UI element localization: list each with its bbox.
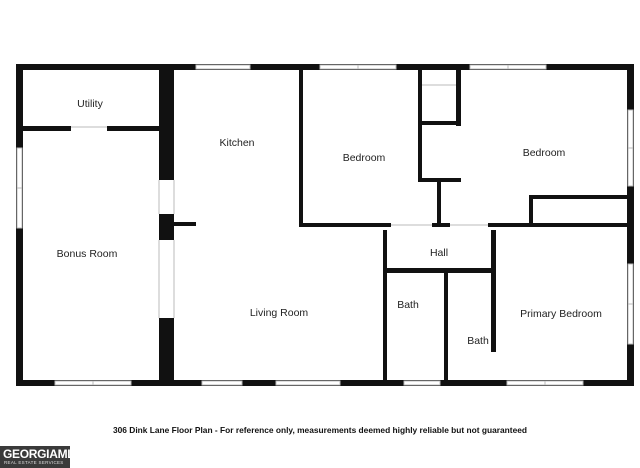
- georgia-mls-logo: GEORGIAMLS REAL ESTATE SERVICES: [0, 446, 70, 468]
- logo-subtext: REAL ESTATE SERVICES: [4, 460, 64, 465]
- room-label-kitchen: Kitchen: [219, 137, 254, 149]
- room-label-hall: Hall: [430, 247, 448, 259]
- room-label-primary-bedroom: Primary Bedroom: [520, 308, 602, 320]
- room-label-utility: Utility: [77, 98, 103, 110]
- room-labels: Utility Kitchen Bedroom Bedroom Bonus Ro…: [57, 98, 602, 347]
- room-label-bedroom: Bedroom: [523, 147, 566, 159]
- room-label-bonus-room: Bonus Room: [57, 248, 118, 260]
- room-label-living-room: Living Room: [250, 307, 309, 319]
- floor-plan: Utility Kitchen Bedroom Bedroom Bonus Ro…: [16, 64, 634, 386]
- openings: [71, 84, 488, 318]
- walls: [16, 64, 634, 386]
- logo-text: GEORGIAMLS: [3, 447, 70, 461]
- windows: [16, 64, 634, 386]
- room-label-bath: Bath: [397, 299, 419, 311]
- room-label-bedroom: Bedroom: [343, 152, 386, 164]
- floor-plan-caption: 306 Dink Lane Floor Plan - For reference…: [112, 425, 528, 435]
- room-label-bath: Bath: [467, 335, 489, 347]
